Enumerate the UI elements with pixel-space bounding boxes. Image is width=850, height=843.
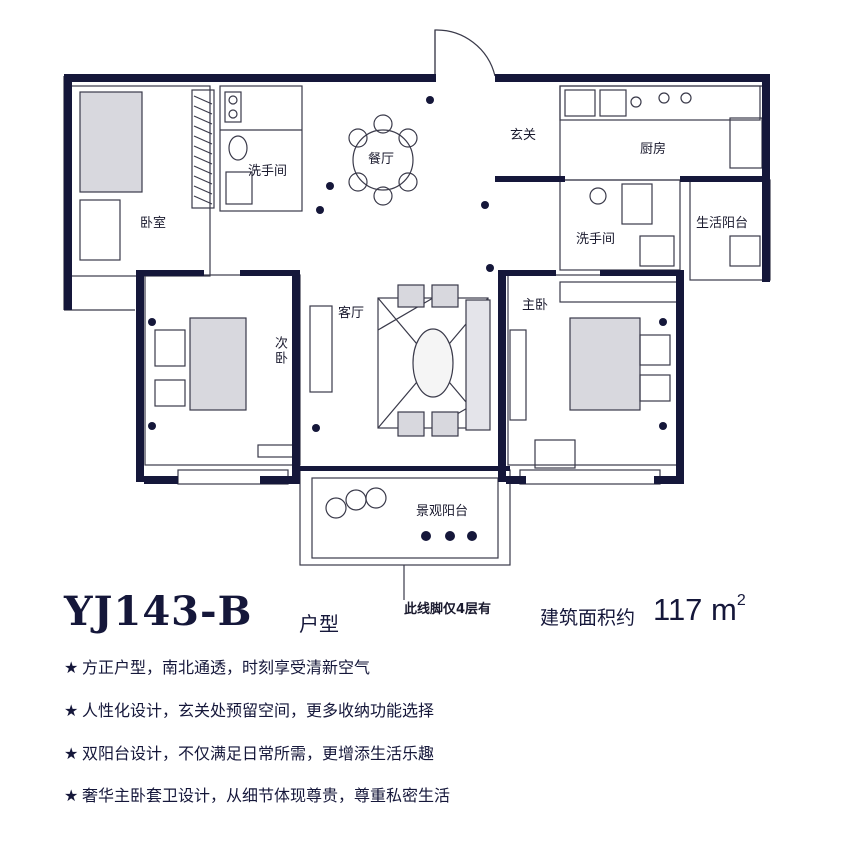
area-unit-exponent: 2 [736, 591, 746, 609]
room-label-washroom-left: 洗手间 [248, 164, 288, 179]
wall-top-right [495, 74, 770, 82]
room-label-bedroom: 卧室 [140, 216, 167, 231]
room-label-view-balcony: 景观阳台 [416, 504, 469, 519]
feature-text: 双阳台设计，不仅满足日常所需，更增添生活乐趣 [82, 744, 435, 763]
area-label: 建筑面积约 [540, 607, 636, 629]
washroom-right-outline [559, 179, 681, 271]
unit-type-code: YJ143-B [64, 588, 253, 635]
room-label-living: 客厅 [338, 306, 365, 321]
room-label-entrance: 玄关 [510, 128, 537, 143]
star-icon: ★ [64, 701, 79, 720]
room-label-washroom-right: 洗手间 [576, 232, 616, 247]
room-label-master-bedroom: 主卧 [522, 298, 549, 313]
dining-table [352, 129, 414, 191]
star-icon: ★ [64, 658, 79, 677]
unit-type-suffix: 户型 [299, 612, 339, 636]
feature-text: 方正户型，南北通透，时刻享受清新空气 [82, 658, 371, 677]
outer-boundary [64, 30, 436, 77]
ledge-note: 此线脚仅4层有 [404, 602, 492, 617]
kitchen-outline [559, 85, 769, 181]
wall-top-left [64, 74, 436, 82]
room-label-dining: 餐厅 [368, 152, 395, 167]
star-icon: ★ [64, 744, 79, 763]
feature-item: ★奢华主卧套卫设计，从细节体现尊贵，尊重私密生活 [64, 782, 450, 806]
coffee-table [412, 328, 454, 398]
feature-text: 人性化设计，玄关处预留空间，更多收纳功能选择 [82, 701, 435, 720]
area-unit: m2 [711, 592, 746, 628]
room-label-utility-balcony: 生活阳台 [696, 216, 749, 231]
star-icon: ★ [64, 786, 79, 805]
area-value: 117 [653, 592, 703, 627]
feature-text: 奢华主卧套卫设计，从细节体现尊贵，尊重私密生活 [82, 786, 451, 805]
room-label-kitchen: 厨房 [640, 142, 667, 157]
feature-item: ★双阳台设计，不仅满足日常所需，更增添生活乐趣 [64, 740, 434, 764]
room-label-second-bedroom: 次卧 [272, 336, 287, 366]
feature-item: ★人性化设计，玄关处预留空间，更多收纳功能选择 [64, 697, 434, 721]
feature-item: ★方正户型，南北通透，时刻享受清新空气 [64, 654, 370, 678]
wall-left [64, 82, 72, 196]
floor-plan [63, 29, 771, 600]
washroom-left-outline [219, 85, 303, 212]
area-unit-base: m [711, 592, 737, 627]
